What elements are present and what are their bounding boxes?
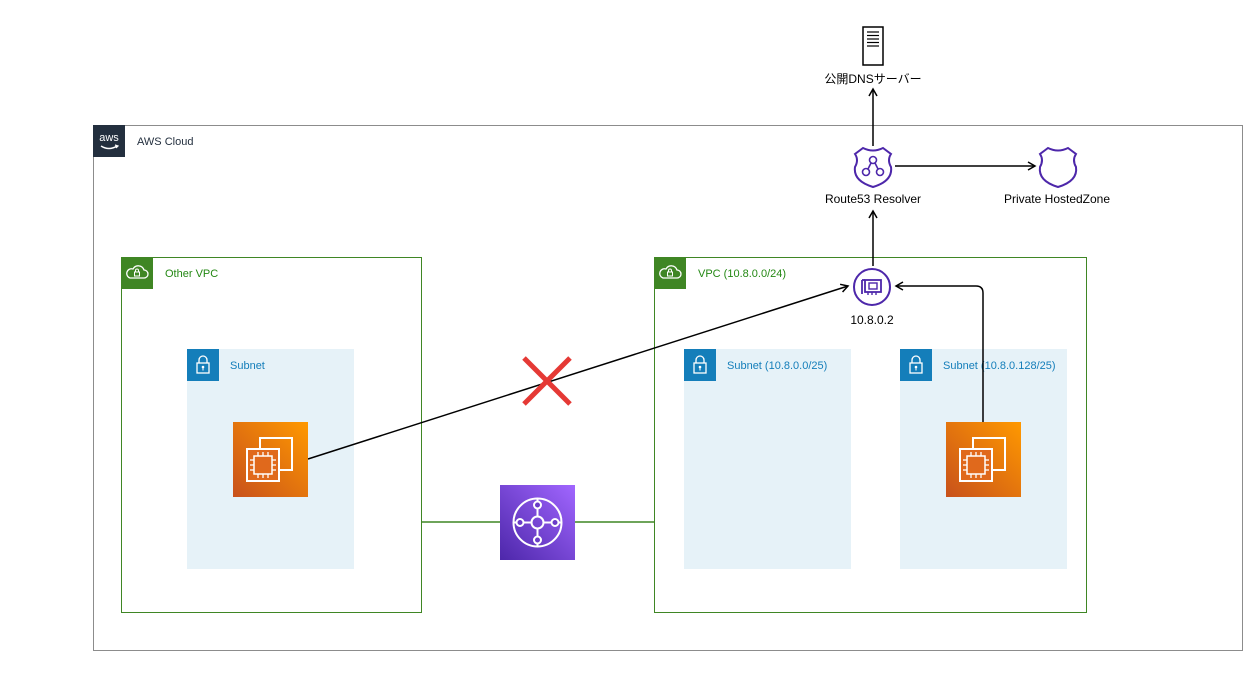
route53-shield-icon [853, 146, 893, 189]
network-interface-icon [853, 268, 891, 306]
subnet-lock-icon [187, 349, 219, 381]
other-vpc-group: Other VPC [121, 257, 422, 613]
public-dns-label: 公開DNSサーバー [824, 72, 922, 86]
aws-cloud-label: AWS Cloud [137, 136, 194, 148]
vpc-group: VPC (10.8.0.0/24) [654, 257, 1087, 613]
ec2-instance-icon [946, 422, 1021, 497]
transit-gateway-icon [500, 485, 575, 560]
dns-server-icon [862, 26, 884, 66]
aws-logo-icon: aws [93, 125, 125, 157]
aws-cloud-group: aws AWS Cloud [93, 125, 1243, 651]
private-zone-label: Private HostedZone [1003, 192, 1111, 206]
svg-text:aws: aws [99, 132, 119, 144]
ec2-instance-icon [233, 422, 308, 497]
other-vpc-label: Other VPC [165, 268, 219, 280]
subnet-lock-icon [900, 349, 932, 381]
vpc-cloud-icon [121, 257, 153, 289]
blocked-query-arrow [307, 283, 850, 460]
subnet-lock-icon [684, 349, 716, 381]
vpc-label: VPC (10.8.0.0/24) [698, 268, 787, 280]
subnet-a-label: Subnet (10.8.0.0/25) [727, 360, 828, 372]
blocked-x-icon [522, 356, 572, 406]
query-arrow [894, 281, 984, 423]
resolver-ip-label: 10.8.0.2 [850, 313, 894, 327]
subnet-a-group: Subnet (10.8.0.0/25) [684, 349, 851, 569]
other-subnet-label: Subnet [230, 360, 265, 372]
route53-shield-icon [1038, 146, 1078, 189]
vpc-cloud-icon [654, 257, 686, 289]
subnet-b-label: Subnet (10.8.0.128/25) [943, 360, 1056, 372]
route53-resolver-label: Route53 Resolver [824, 192, 922, 206]
